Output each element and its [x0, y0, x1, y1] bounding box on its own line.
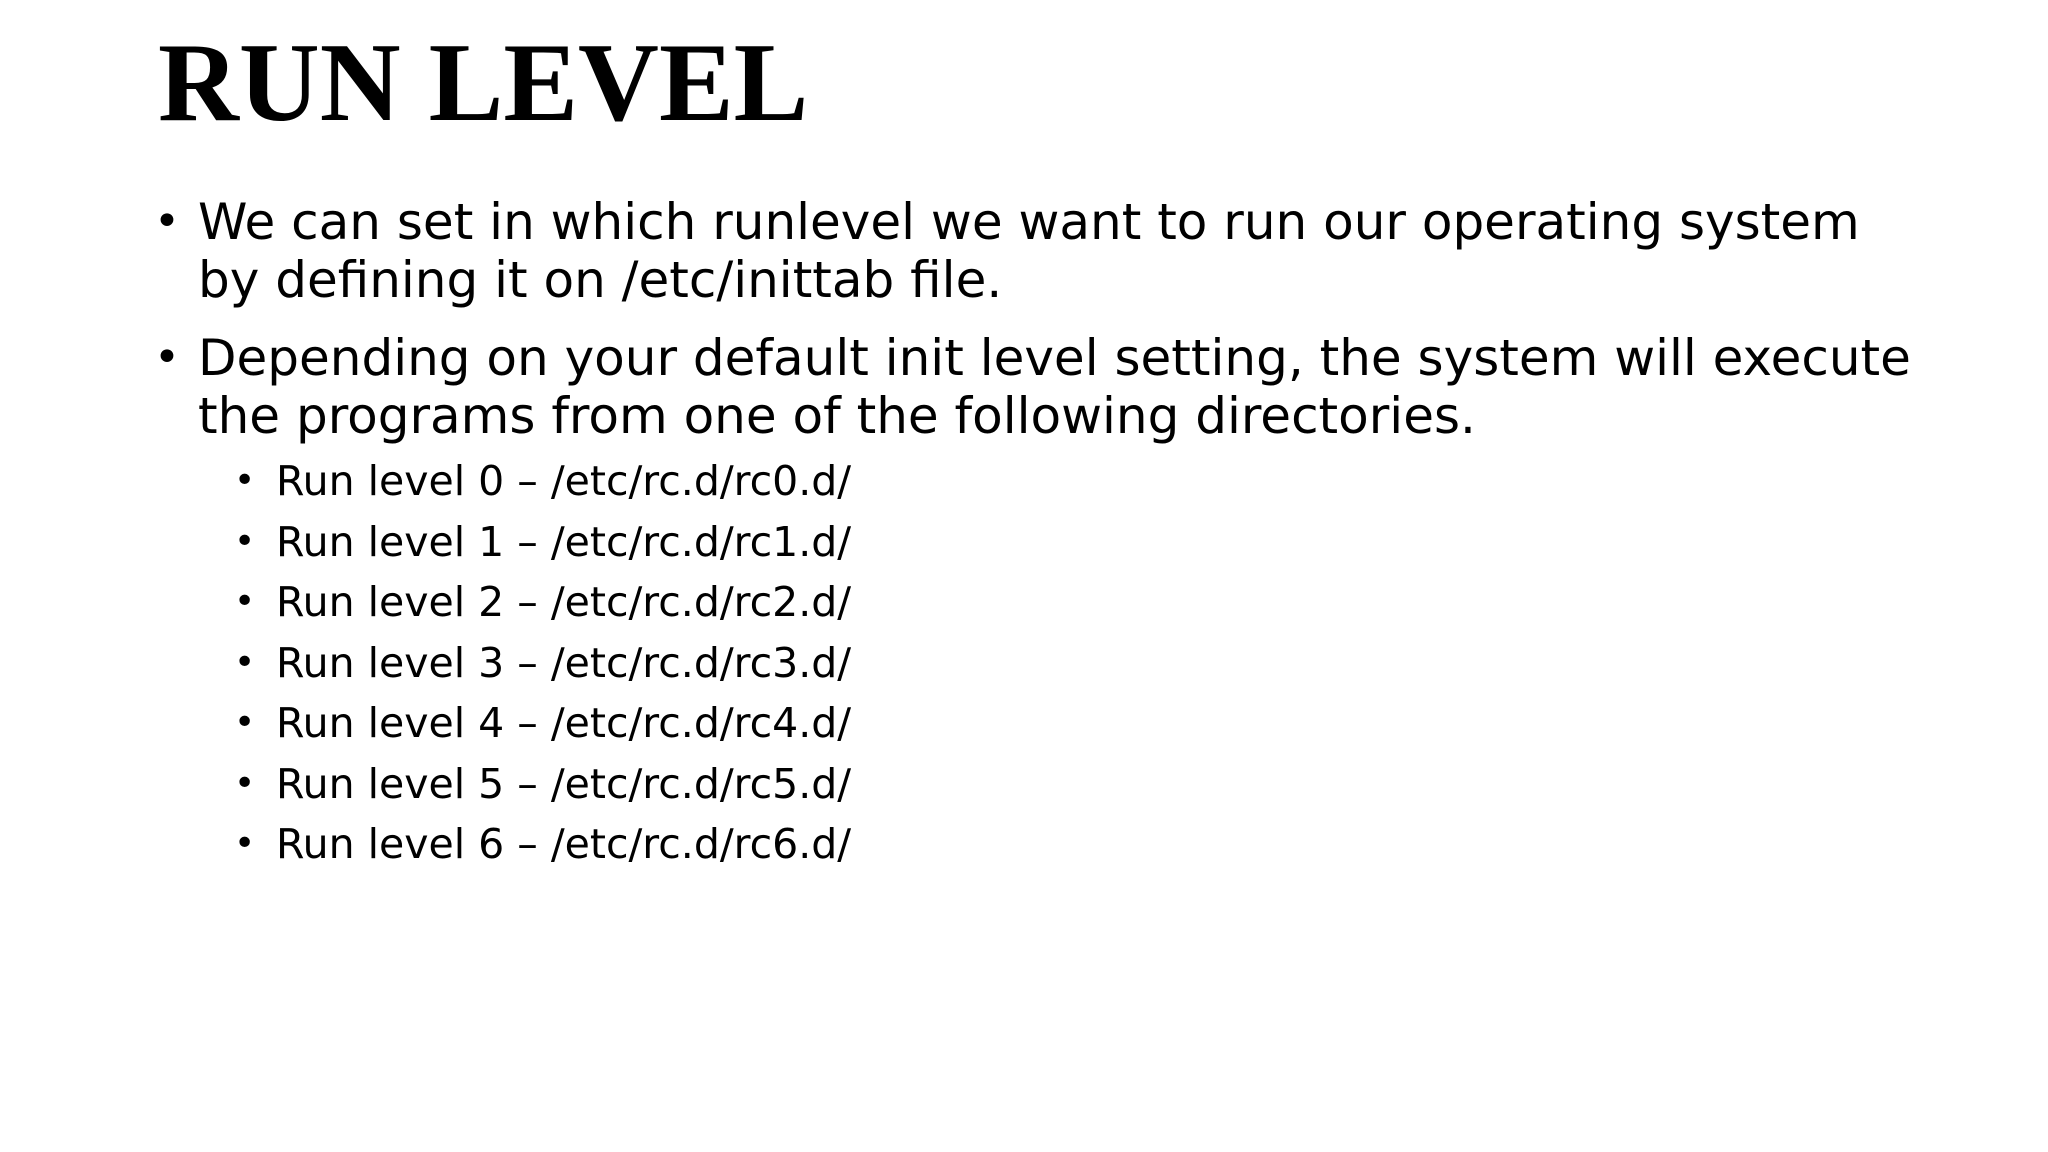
bullet-dot-icon: •: [234, 520, 256, 562]
sub-bullet-text: Run level 5 – /etc/rc.d/rc5.d/: [276, 759, 852, 808]
bullet-dot-icon: •: [154, 332, 180, 383]
bullet-item: • Depending on your default init level s…: [150, 329, 1930, 875]
sub-bullet-text: Run level 1 – /etc/rc.d/rc1.d/: [276, 517, 852, 566]
bullet-text: We can set in which runlevel we want to …: [198, 193, 1860, 309]
sub-bullet-item: • Run level 2 – /etc/rc.d/rc2.d/: [228, 572, 1930, 633]
bullet-dot-icon: •: [234, 762, 256, 804]
bullet-list: • We can set in which runlevel we want t…: [150, 193, 1930, 875]
sub-bullet-text: Run level 4 – /etc/rc.d/rc4.d/: [276, 699, 852, 747]
sub-bullet-text: Run level 6 – /etc/rc.d/rc6.d/: [276, 820, 852, 868]
sub-bullet-item: • Run level 0 – /etc/rc.d/rc0.d/: [228, 451, 1930, 512]
sub-bullet-item: • Run level 4 – /etc/rc.d/rc4.d/: [228, 693, 1930, 754]
bullet-dot-icon: •: [234, 823, 256, 864]
bullet-dot-icon: •: [154, 196, 180, 247]
sub-bullet-item: • Run level 5 – /etc/rc.d/rc5.d/: [228, 754, 1930, 815]
bullet-text: Depending on your default init level set…: [198, 329, 1911, 445]
slide-title: RUN LEVEL: [158, 21, 809, 145]
slide-content: • We can set in which runlevel we want t…: [150, 193, 1930, 895]
sub-bullet-item: • Run level 6 – /etc/rc.d/rc6.d/: [228, 814, 1930, 875]
sub-bullet-text: Run level 2 – /etc/rc.d/rc2.d/: [276, 578, 852, 626]
bullet-dot-icon: •: [234, 581, 256, 622]
bullet-dot-icon: •: [234, 702, 256, 743]
sub-bullet-item: • Run level 1 – /etc/rc.d/rc1.d/: [228, 512, 1930, 573]
sub-bullet-item: • Run level 3 – /etc/rc.d/rc3.d/: [228, 633, 1930, 694]
sub-bullet-text: Run level 3 – /etc/rc.d/rc3.d/: [276, 638, 852, 687]
sub-bullet-text: Run level 0 – /etc/rc.d/rc0.d/: [276, 457, 852, 505]
bullet-item: • We can set in which runlevel we want t…: [150, 193, 1930, 309]
sub-bullet-list: • Run level 0 – /etc/rc.d/rc0.d/ • Run l…: [228, 451, 1930, 875]
bullet-dot-icon: •: [234, 460, 256, 501]
bullet-dot-icon: •: [234, 641, 256, 683]
